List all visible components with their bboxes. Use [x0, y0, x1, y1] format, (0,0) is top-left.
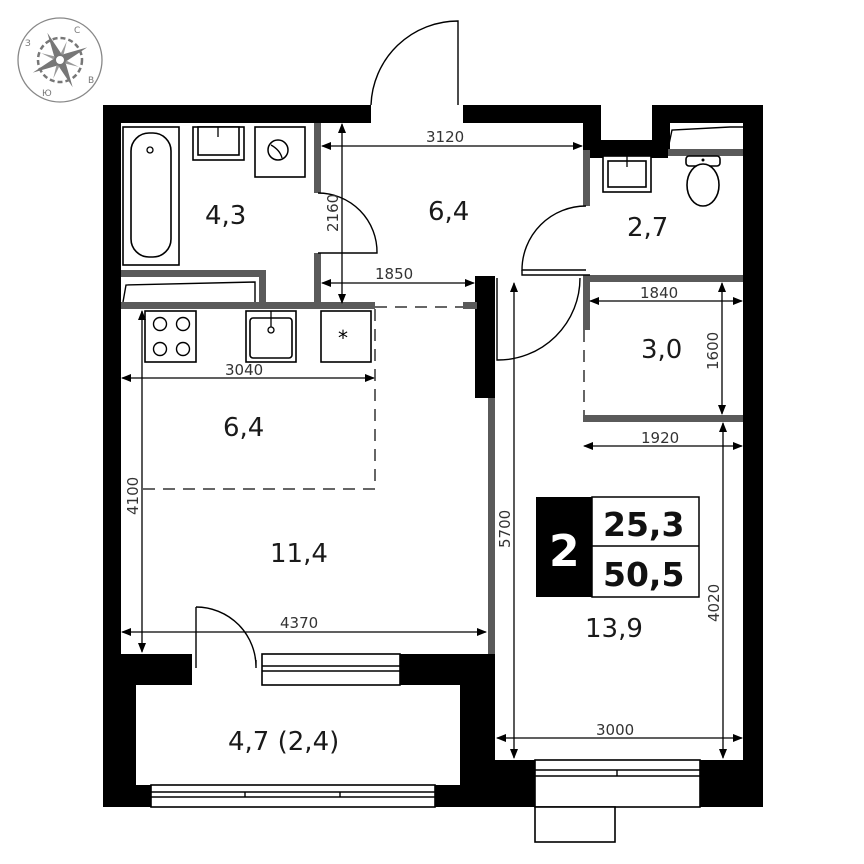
room-area-loggia: 4,7 (2,4) — [228, 727, 339, 757]
dim-bedroom-width: 3000 — [596, 721, 634, 739]
exterior-walls — [103, 105, 763, 807]
dim-bedroom-depth: 4020 — [705, 584, 723, 622]
summary-badge: 2 25,3 50,5 — [536, 496, 700, 598]
toilet-door[interactable] — [521, 205, 587, 271]
room-area-kitchen: 6,4 — [223, 413, 264, 443]
room-area-wardrobe: 3,0 — [641, 335, 682, 365]
stove-icon — [144, 310, 197, 363]
room-area-hallway: 6,4 — [428, 197, 469, 227]
bathroom-door[interactable] — [317, 192, 378, 254]
dim-kitchen-width: 3040 — [225, 361, 263, 379]
dim-kitchen-depth: 4100 — [124, 477, 142, 515]
total-area: 50,5 — [603, 555, 684, 594]
toilet-shelf — [667, 126, 743, 150]
loggia-door[interactable] — [195, 606, 257, 669]
dim-hallway-lower-width: 1850 — [375, 265, 413, 283]
compass-north-label: С — [74, 26, 80, 36]
bathtub-icon — [122, 126, 180, 266]
compass-south-label: Ю — [42, 89, 52, 99]
dim-hallway-width: 3120 — [426, 128, 464, 146]
entrance-door[interactable] — [370, 20, 459, 106]
room-area-bedroom: 13,9 — [585, 614, 643, 644]
bedroom-door[interactable] — [496, 270, 590, 361]
loggia-window — [150, 784, 436, 808]
fridge-icon: * — [320, 310, 372, 363]
toilet-sink-icon — [602, 155, 652, 193]
living-room-window — [261, 653, 401, 686]
room-area-bathroom: 4,3 — [205, 201, 246, 231]
living-area: 25,3 — [603, 505, 684, 544]
dim-wardrobe-depth: 1600 — [704, 332, 722, 370]
dim-wardrobe-width: 1840 — [640, 284, 678, 302]
dimension-lines — [121, 123, 743, 759]
toilet-icon — [685, 155, 721, 207]
washing-machine-icon — [254, 126, 306, 178]
partitions — [121, 123, 743, 654]
room-area-living: 11,4 — [270, 539, 328, 569]
compass-east-label: В — [88, 76, 94, 86]
bathroom-counter — [122, 281, 256, 303]
compass-west-label: З — [25, 39, 31, 49]
room-area-toilet: 2,7 — [627, 213, 668, 243]
dim-bedroom-upper-width: 1920 — [641, 429, 679, 447]
compass-icon: С В Ю З — [17, 17, 103, 103]
svg-text:*: * — [338, 326, 348, 350]
kitchen-sink-icon — [245, 310, 297, 363]
dim-bedroom-depth-total: 5700 — [496, 510, 514, 548]
dim-living-width: 4370 — [280, 614, 318, 632]
bedroom-window — [534, 759, 701, 843]
kitchen-zone-outline — [142, 309, 376, 490]
dim-hallway-depth: 2160 — [324, 194, 342, 232]
bathroom-sink-icon — [192, 126, 245, 161]
rooms-count: 2 — [549, 526, 580, 577]
